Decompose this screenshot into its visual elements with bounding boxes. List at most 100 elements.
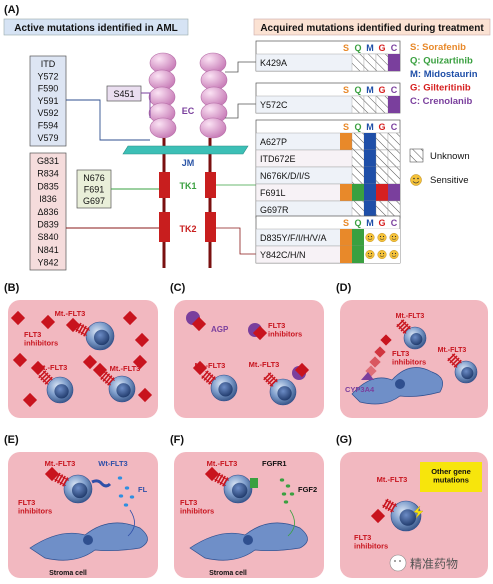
sensitivity-cell xyxy=(340,184,352,201)
mt-flt3-label: Mt.-FLT3 xyxy=(396,313,425,320)
flt3-receptor-icon xyxy=(396,319,411,334)
tk2-mutation: R834 xyxy=(37,169,59,179)
inhibitor-icon xyxy=(294,362,310,378)
drug-legend-entry: Q: Quizartinib xyxy=(410,56,473,67)
unknown-label: Unknown xyxy=(430,151,470,162)
tk2-domain-right xyxy=(205,212,216,242)
fgfr1-receptor xyxy=(250,478,258,488)
flt3-receptor-icon xyxy=(263,372,278,387)
right-header-box xyxy=(253,18,491,36)
drug-letter: G xyxy=(378,122,385,132)
mutation-name: A627P xyxy=(260,137,287,147)
panel-g-label: (G) xyxy=(336,434,352,446)
smiley-icon xyxy=(389,232,399,242)
watermark: 精准药物 xyxy=(389,554,458,572)
cell-membrane xyxy=(122,145,249,155)
jm-label: JM xyxy=(182,158,195,168)
inhibitor-icon xyxy=(132,354,148,370)
tk1-mutation: F691 xyxy=(84,185,105,195)
mt-flt3-label: Mt.-FLT3 xyxy=(195,361,226,370)
drug-letter: C xyxy=(391,85,398,95)
fgf2-ligand xyxy=(281,492,287,496)
tk2-mutation: Δ836 xyxy=(37,207,58,217)
wechat-icon xyxy=(389,554,407,572)
ec-label: EC xyxy=(182,106,195,116)
fgf2-ligand xyxy=(279,478,285,482)
leukemia-cell xyxy=(108,375,136,403)
sensitivity-cell xyxy=(364,201,376,218)
drug-letter: G xyxy=(378,43,385,53)
panel-b-label: (B) xyxy=(4,282,20,294)
drug-letter: Q xyxy=(354,85,361,95)
unknown-cell xyxy=(387,200,401,219)
unknown-cell xyxy=(375,132,389,151)
tk1-mutation: G697 xyxy=(83,196,105,206)
fl-label: FL xyxy=(138,485,148,494)
panel-f-label: (F) xyxy=(170,434,184,446)
inhibitor-icon xyxy=(137,387,153,403)
inhibitor-icon xyxy=(122,310,138,326)
inhibitor-icon xyxy=(65,317,81,333)
jm-mutation: Y591 xyxy=(37,96,58,106)
tk1-domain-right xyxy=(205,172,216,198)
stroma-cell-label: Stroma cell xyxy=(49,570,87,577)
mutation-name: N676K/D/I/S xyxy=(260,171,310,181)
jm-mutation: ITD xyxy=(41,59,56,69)
unknown-cell xyxy=(351,166,365,185)
sensitivity-cell xyxy=(340,133,352,150)
flt3-receptor: EC JM TK1 TK2 xyxy=(122,52,249,268)
tk2-label: TK2 xyxy=(179,224,196,234)
inhibitor-icon xyxy=(44,466,60,482)
drug-letter: Q xyxy=(354,43,361,53)
tk2-mutation: D835 xyxy=(37,181,59,191)
sensitivity-cell xyxy=(352,229,364,246)
unknown-cell xyxy=(351,95,365,114)
tk2-mutation: Y842 xyxy=(37,258,58,268)
unknown-cell xyxy=(387,166,401,185)
inhibitor-icon xyxy=(92,362,108,378)
inhibitor-icon xyxy=(204,466,220,482)
mutation-name: D835Y/F/I/H/V/A xyxy=(260,233,327,243)
leukemia-cell xyxy=(269,378,297,406)
agp-label: AGP xyxy=(211,325,229,334)
flt3-receptor-icon xyxy=(382,498,397,513)
left-header-box xyxy=(3,18,189,36)
watermark-text: 精准药物 xyxy=(410,557,458,571)
drug-letter: Q xyxy=(354,218,361,228)
leukemia-cell xyxy=(46,376,74,404)
drug-letter: S xyxy=(343,218,349,228)
jm-mutation-box xyxy=(29,55,67,147)
drug-letter: C xyxy=(391,122,398,132)
jm-mutation: F590 xyxy=(38,84,59,94)
inhibitor-icon xyxy=(12,352,28,368)
inhibitor-icon xyxy=(252,325,268,341)
sensitivity-cell xyxy=(364,133,376,150)
s451-connector xyxy=(141,92,151,118)
inhibitor-icon xyxy=(192,360,208,376)
leukemia-cell xyxy=(210,374,238,402)
smiley-icon xyxy=(365,232,375,242)
smiley-icon xyxy=(365,249,375,259)
mutation-name: G697R xyxy=(260,205,289,215)
mutation-name: ITD672E xyxy=(260,154,296,164)
fgf2-ligand xyxy=(289,492,295,496)
tk2-mutation: N841 xyxy=(37,245,59,255)
sensitivity-cell xyxy=(364,167,376,184)
jm-connector xyxy=(66,99,150,141)
inhibitor-icon xyxy=(374,346,386,358)
mt-flt3-label: Mt.-FLT3 xyxy=(55,309,86,318)
drug-letter: M xyxy=(366,43,374,53)
smiley-icon xyxy=(377,232,387,242)
sensitivity-cell xyxy=(388,184,400,201)
tk2-right-connector xyxy=(216,227,256,255)
smiley-icon xyxy=(410,174,422,186)
flt3-receptor-icon xyxy=(214,472,229,487)
inhibitor-icon xyxy=(134,332,150,348)
